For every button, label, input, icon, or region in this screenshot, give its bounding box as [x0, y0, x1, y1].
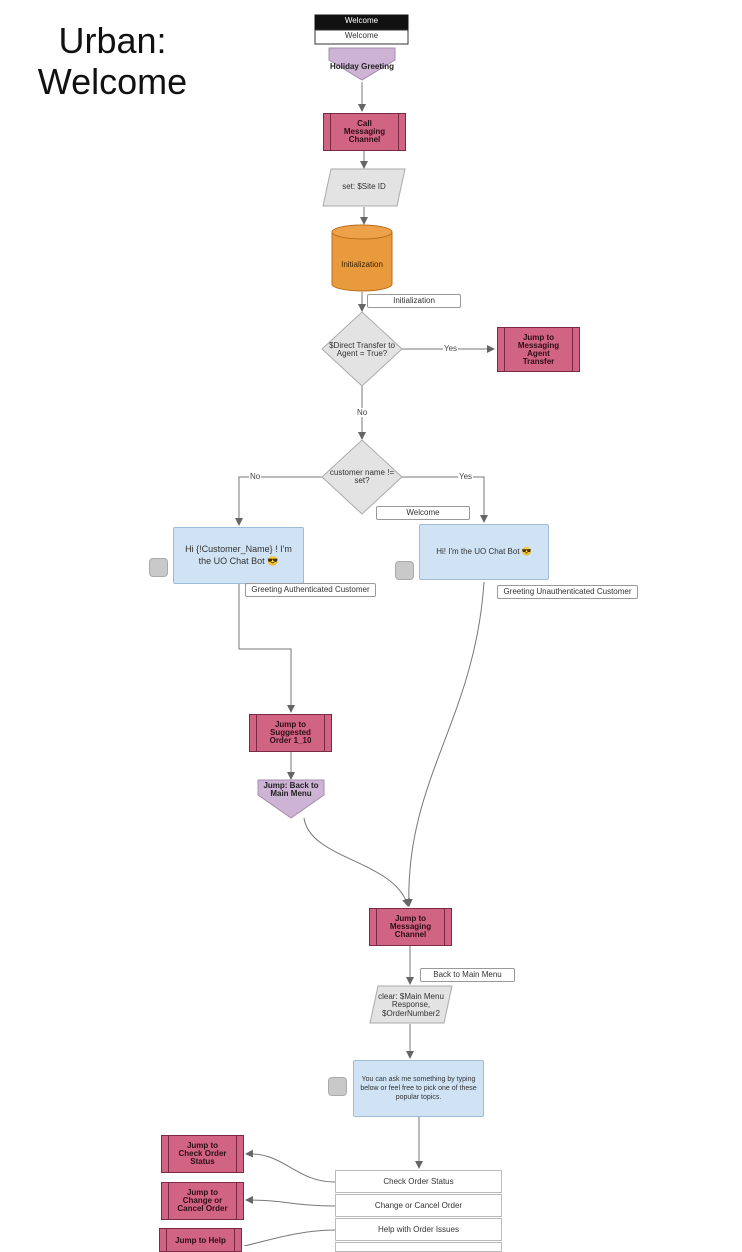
decision-direct-shape	[321, 311, 403, 387]
jump-suggested-box[interactable]: Jump to Suggested Order 1_10	[249, 714, 332, 752]
edge-label-yes-1: Yes	[443, 344, 459, 353]
clear-vars-shape	[369, 985, 453, 1024]
edge-no-auth	[235, 476, 322, 526]
greet-auth-label: Greeting Authenticated Customer	[245, 583, 376, 597]
greet-unauth-label: Greeting Unauthenticated Customer	[497, 585, 638, 599]
jump-help-box[interactable]: Jump to Help	[159, 1228, 242, 1252]
decision-direct-text[interactable]: $Direct Transfer to Agent = True?	[329, 341, 395, 359]
edge-auth-suggested	[238, 584, 295, 713]
ask-message[interactable]: You can ask me something by typing below…	[353, 1060, 484, 1117]
jump-agent-text: Jump to Messaging Agent Transfer	[517, 332, 560, 366]
menu-option-label: Check Order Status	[383, 1177, 454, 1186]
call-messaging-box[interactable]: Call Messaging Channel	[323, 113, 406, 151]
page-title-line1: Urban:	[58, 20, 167, 61]
set-site-text[interactable]: set: $Site ID	[342, 182, 386, 191]
decision-customer-shape	[321, 439, 403, 515]
menu-option-row-cut[interactable]	[335, 1242, 502, 1252]
start-sub-box	[314, 29, 409, 45]
greet-auth-message[interactable]: Hi {!Customer_Name} ! I'm the UO Chat Bo…	[173, 527, 304, 584]
set-site-shape	[322, 168, 406, 207]
edge-back-messaging	[303, 817, 410, 907]
jump-suggested-text: Jump to Suggested Order 1_10	[269, 720, 312, 745]
menu-option-label: Help with Order Issues	[378, 1225, 459, 1234]
edge-label-no-1: No	[356, 408, 369, 417]
jump-back-offpage-shape	[257, 779, 325, 819]
edge-unauth-messaging	[404, 581, 485, 907]
menu-option-change-order[interactable]: Change or Cancel Order	[335, 1194, 502, 1217]
jump-check-order-box[interactable]: Jump to Check Order Status	[161, 1135, 244, 1173]
jump-messaging-text: Jump to Messaging Channel	[389, 914, 432, 939]
greet-auth-text: Hi {!Customer_Name} ! I'm the UO Chat Bo…	[185, 543, 292, 566]
page-title: Urban: Welcome	[20, 20, 205, 103]
decision-customer-text[interactable]: customer name != set?	[329, 468, 395, 486]
jump-help-text: Jump to Help	[175, 1236, 226, 1245]
jump-messaging-box[interactable]: Jump to Messaging Channel	[369, 908, 452, 946]
bot-avatar-icon	[149, 558, 168, 577]
clear-vars-text[interactable]: clear: $Main Menu Response, $OrderNumber…	[378, 992, 444, 1018]
initialization-label: Initialization	[367, 294, 461, 308]
edge-label-yes-2: Yes	[458, 472, 474, 481]
start-header-text: Welcome	[344, 16, 379, 25]
jump-back-main-text[interactable]: Jump: Back to Main Menu	[263, 781, 319, 799]
back-main-label: Back to Main Menu	[420, 968, 515, 982]
holiday-greeting-text[interactable]: Holiday Greeting	[329, 62, 394, 71]
greet-unauth-message[interactable]: Hi! I'm the UO Chat Bot 😎	[419, 524, 549, 580]
page-title-line2: Welcome	[37, 61, 188, 103]
jump-check-order-text: Jump to Check Order Status	[178, 1141, 227, 1166]
edge-menu-check	[245, 1149, 336, 1183]
initialization-database-shape	[331, 224, 393, 292]
initialization-db-text[interactable]: Initialization	[341, 260, 383, 269]
edge-label-no-2: No	[249, 472, 262, 481]
greet-unauth-text: Hi! I'm the UO Chat Bot 😎	[436, 546, 532, 556]
edge-menu-change	[245, 1196, 336, 1207]
jump-change-order-box[interactable]: Jump to Change or Cancel Order	[161, 1182, 244, 1220]
menu-option-check-order[interactable]: Check Order Status	[335, 1170, 502, 1193]
call-messaging-text: Call Messaging Channel	[343, 119, 386, 144]
start-sub-text: Welcome	[344, 31, 379, 40]
edge-menu-help	[243, 1229, 336, 1246]
holiday-offpage-shape	[328, 47, 396, 81]
jump-agent-box[interactable]: Jump to Messaging Agent Transfer	[497, 327, 580, 372]
jump-change-order-text: Jump to Change or Cancel Order	[177, 1188, 228, 1213]
menu-option-label: Change or Cancel Order	[374, 1201, 463, 1210]
bot-avatar-icon	[328, 1077, 347, 1096]
edge-yes-unauth	[402, 476, 488, 523]
welcome-label: Welcome	[376, 506, 470, 520]
ask-message-text: You can ask me something by typing below…	[360, 1075, 477, 1102]
menu-option-help-order[interactable]: Help with Order Issues	[335, 1218, 502, 1241]
bot-avatar-icon	[395, 561, 414, 580]
